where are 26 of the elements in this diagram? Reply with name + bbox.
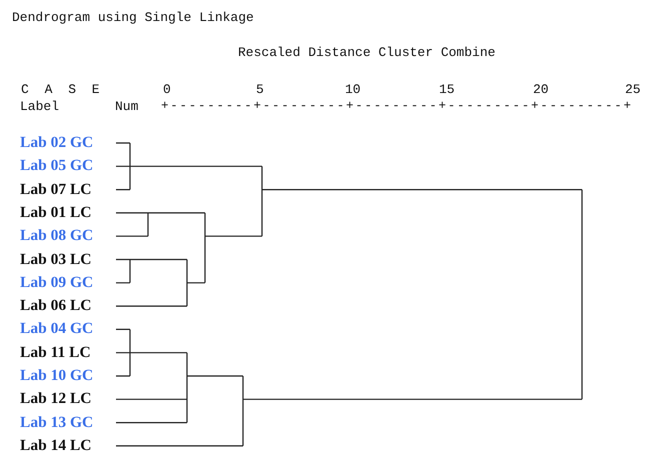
case-label: Lab 10 GC [20, 367, 94, 385]
axis-tick-label: 20 [533, 83, 549, 96]
case-label: Lab 08 GC [20, 227, 94, 246]
axis-tick-label: 10 [345, 83, 361, 96]
axis-title: Rescaled Distance Cluster Combine [238, 46, 496, 59]
column-heading: Num [115, 100, 138, 113]
case-label: Lab 07 LC [20, 180, 92, 199]
axis-tick-label: 5 [256, 83, 264, 96]
column-heading: C A S E [21, 83, 104, 96]
case-label: Lab 12 LC [20, 390, 92, 408]
axis-scale: +---------+---------+---------+---------+---------+ [161, 100, 633, 112]
axis-tick-label: 25 [625, 83, 641, 96]
axis-tick-label: 15 [439, 83, 455, 96]
case-label: Lab 06 LC [20, 297, 92, 316]
axis-tick-label: 0 [163, 83, 171, 96]
case-label: Lab 14 LC [20, 436, 92, 455]
column-heading: Label [20, 100, 60, 113]
case-label: Lab 02 GC [20, 134, 94, 152]
case-label: Lab 03 LC [20, 250, 92, 268]
case-label: Lab 11 LC [20, 344, 91, 362]
case-label: Lab 09 GC [20, 274, 94, 292]
case-label: Lab 05 GC [20, 157, 94, 176]
case-label: Lab 04 GC [20, 320, 94, 338]
chart-title: Dendrogram using Single Linkage [12, 11, 254, 24]
case-label: Lab 01 LC [20, 204, 92, 222]
case-label: Lab 13 GC [20, 414, 94, 432]
